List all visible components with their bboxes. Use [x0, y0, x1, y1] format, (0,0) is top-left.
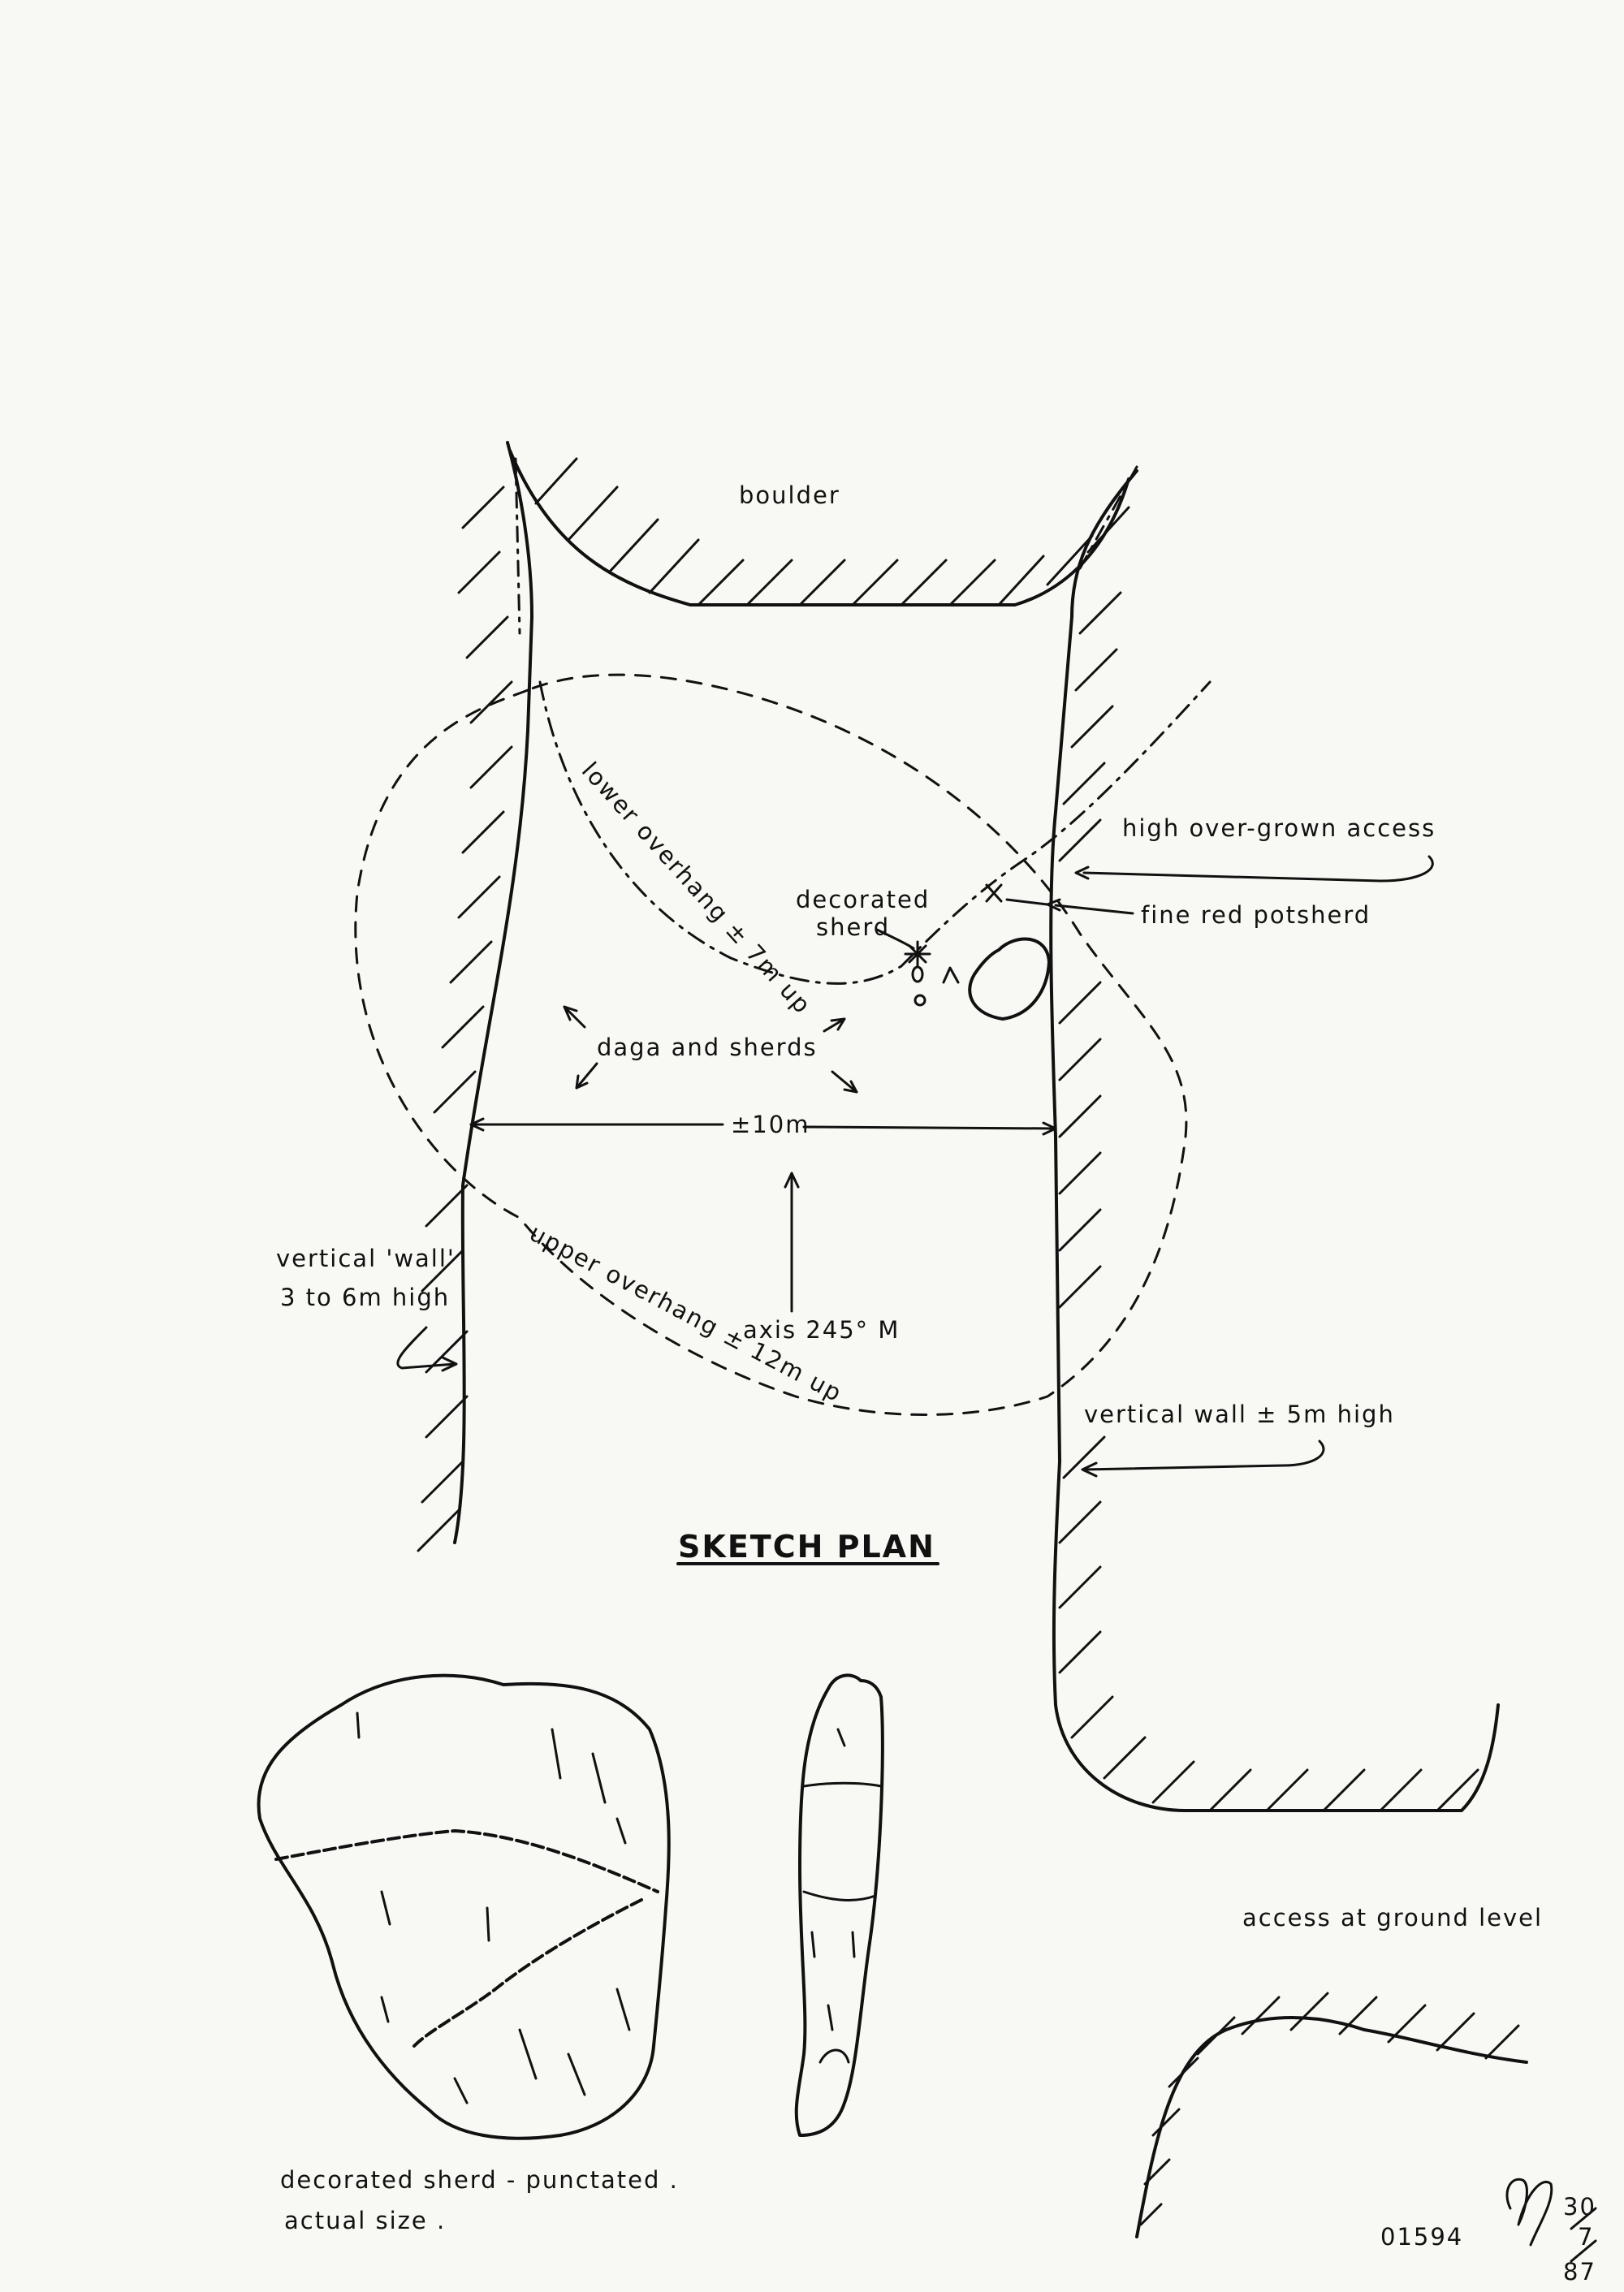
caption-line-2: actual size . — [284, 2207, 446, 2234]
sherd-profile-outline — [794, 1673, 884, 2137]
date-divider-1 — [1570, 2207, 1597, 2230]
label-high-access: high over-grown access — [1122, 814, 1436, 842]
sherd-outline — [257, 1673, 671, 2140]
sherd-profile-marks — [802, 1728, 883, 2064]
left-wall-arrow — [396, 1326, 458, 1372]
rock-outline — [968, 937, 1051, 1021]
label-daga: daga and sherds — [597, 1034, 818, 1061]
page-title: SKETCH PLAN — [678, 1529, 935, 1565]
lower-overhang-line — [538, 680, 1212, 985]
small-marker-1 — [911, 965, 924, 983]
width-arrow — [469, 1117, 1057, 1136]
footer-date-month: 7 — [1578, 2223, 1594, 2251]
label-fine-red-potsherd: fine red potsherd — [1141, 901, 1371, 929]
top-left-dashdot — [514, 457, 521, 635]
ground-access-hatching — [1139, 1992, 1520, 2226]
sherd-punctation-row-2 — [412, 1898, 643, 2048]
initials-signature — [1505, 2178, 1553, 2247]
label-boulder: boulder — [739, 481, 840, 509]
boulder-hatching — [534, 457, 1130, 606]
label-lower-overhang: lower overhang ± 7m up — [577, 757, 817, 1020]
right-wall-arrow — [1081, 1440, 1325, 1478]
caption-line-1: decorated sherd - punctated . — [280, 2166, 679, 2194]
small-marker-3 — [942, 966, 960, 984]
small-marker-2 — [914, 994, 926, 1007]
label-vertical-wall-left-2: 3 to 6m high — [280, 1284, 450, 1311]
sherd-texture — [356, 1711, 631, 2104]
left-wall-line — [453, 441, 533, 1544]
label-width: ±10m — [731, 1111, 810, 1138]
label-vertical-wall-left-1: vertical 'wall' — [276, 1245, 456, 1272]
upper-overhang-line — [354, 673, 1188, 1416]
right-wall-line — [1049, 469, 1500, 1812]
fine-red-potsherd-marker — [985, 883, 1003, 903]
top-right-dashdot — [1078, 465, 1138, 570]
right-wall-hatching — [1058, 591, 1479, 1812]
label-vertical-wall-right: vertical wall ± 5m high — [1084, 1401, 1395, 1428]
high-access-arrow — [1074, 855, 1434, 883]
label-access-ground: access at ground level — [1242, 1904, 1543, 1932]
label-decorated-sherd-1: decorated — [796, 886, 930, 913]
footer-number: 01594 — [1380, 2223, 1463, 2251]
daga-arrows — [563, 1005, 858, 1094]
footer-date-day: 30 — [1563, 2193, 1596, 2221]
footer-date-year: 87 — [1563, 2258, 1596, 2286]
boulder-outline — [508, 449, 1130, 606]
axis-arrow — [784, 1172, 800, 1313]
label-decorated-sherd-2: sherd — [816, 913, 890, 941]
fine-red-arrow — [1005, 898, 1134, 915]
label-upper-overhang: upper overhang ± 12m up — [525, 1219, 848, 1407]
sherd-punctation-row-1 — [274, 1829, 659, 1893]
label-axis: axis 245° M — [743, 1316, 900, 1344]
decorated-sherd-arrow — [875, 928, 915, 950]
date-divider-2 — [1570, 2239, 1597, 2263]
ground-access-outline — [1135, 2016, 1528, 2238]
